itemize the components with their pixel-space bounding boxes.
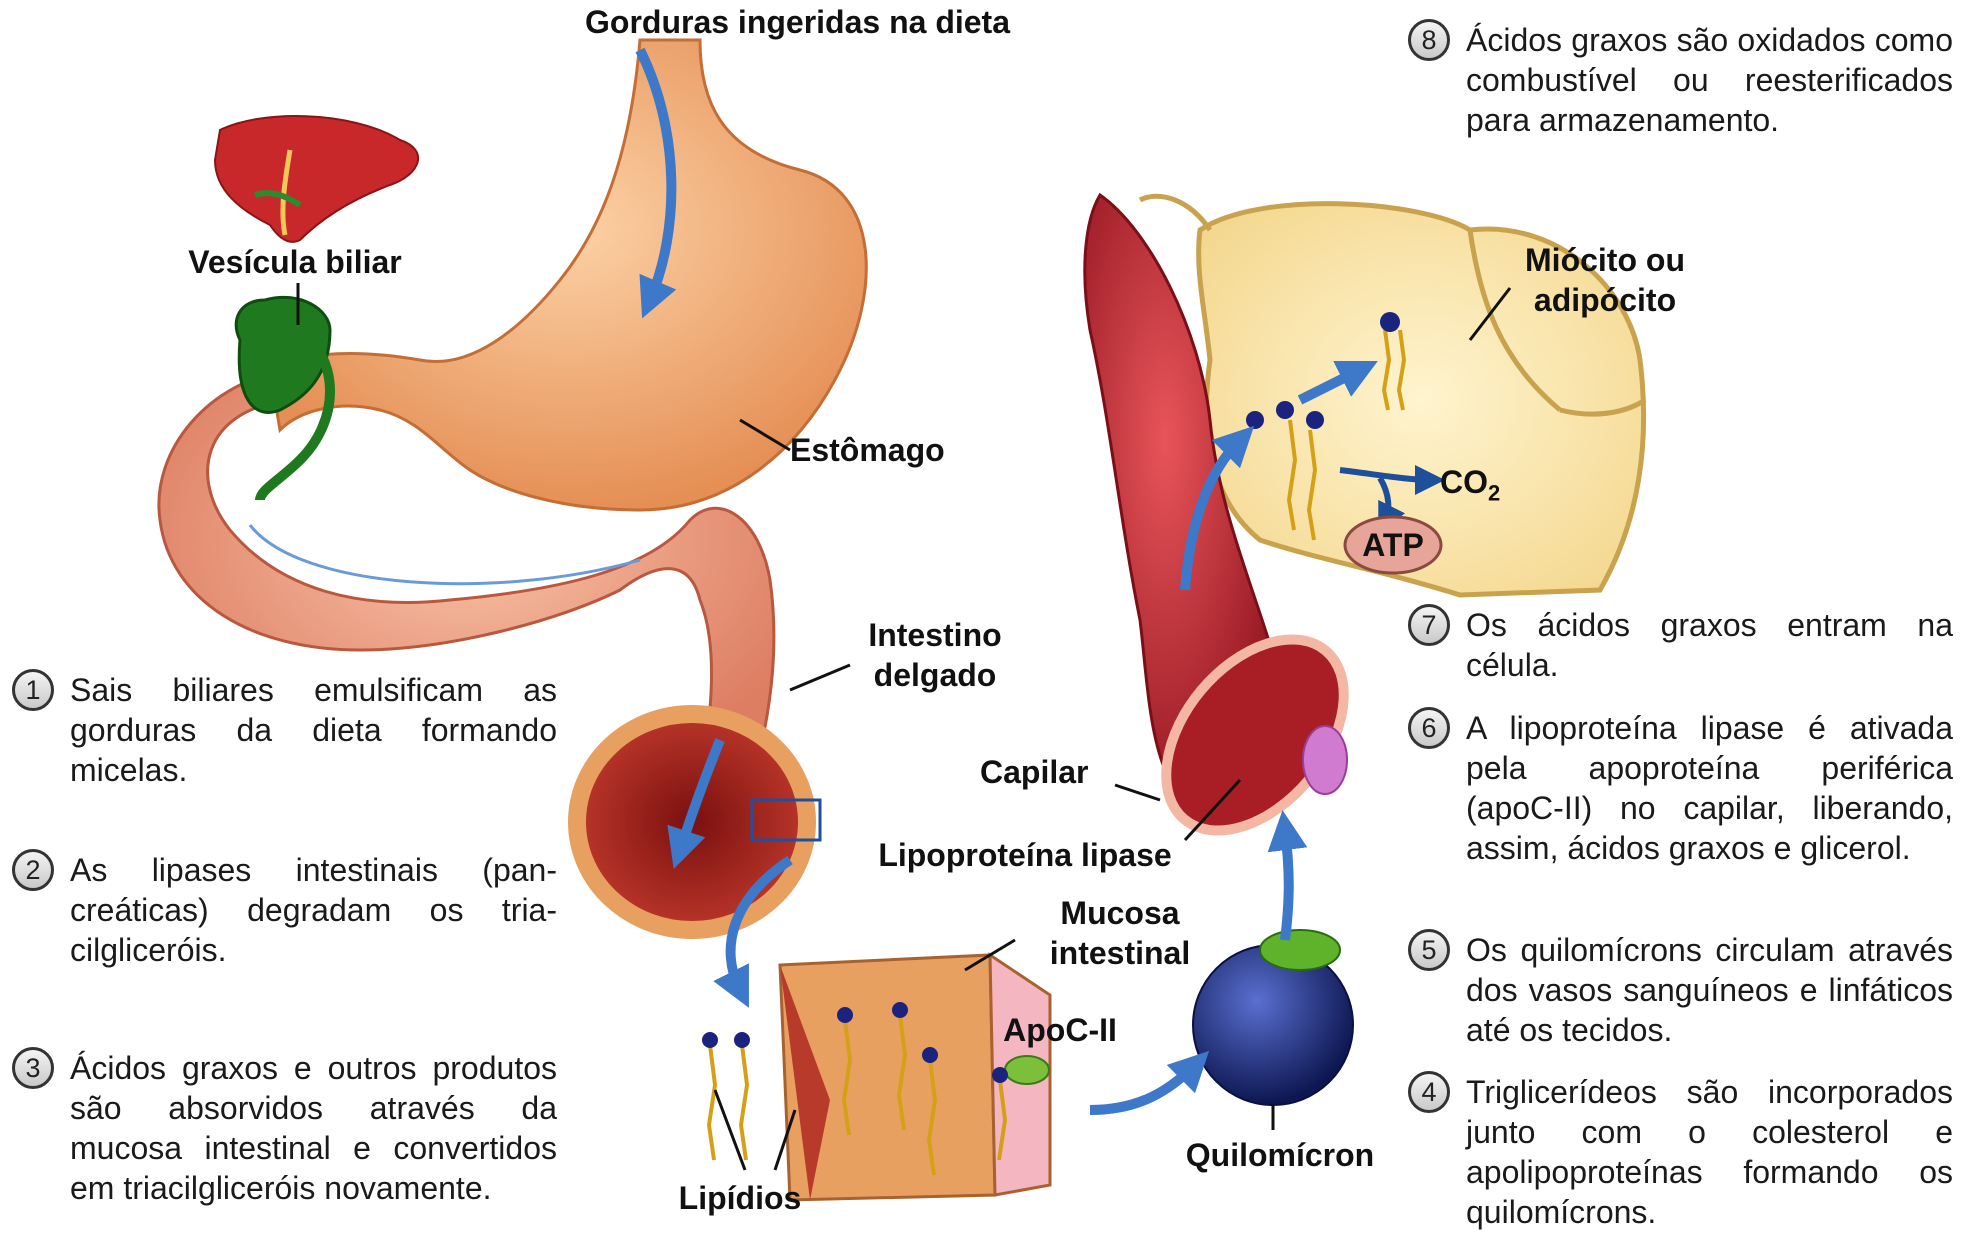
label-intestinal-mucosa: Mucosa intestinal (1020, 893, 1220, 973)
label-co2: CO2 (1440, 462, 1530, 513)
step-2: 2 As lipases intestinais (pan­creáticas)… (12, 850, 557, 970)
label-apoc2: ApoC-II (985, 1010, 1135, 1050)
step-6: 6 A lipoproteína lipase é ativa­da pela … (1408, 708, 1953, 868)
step-8: 8 Ácidos graxos são oxidados como combus… (1408, 20, 1953, 140)
label-lipids: Lipídios (660, 1178, 820, 1218)
step-7: 7 Os ácidos graxos entram na célula. (1408, 605, 1953, 685)
step-4-number: 4 (1408, 1071, 1450, 1113)
label-myocyte: Miócito ou adipócito (1500, 240, 1710, 320)
label-dietary-fat: Gorduras ingeridas na dieta (585, 2, 975, 42)
step-8-number: 8 (1408, 19, 1450, 61)
label-lipoprotein-lipase: Lipoproteína lipase (850, 835, 1200, 875)
label-gallbladder: Vesícula biliar (150, 242, 440, 282)
step-2-number: 2 (12, 849, 54, 891)
step-1: 1 Sais biliares emulsificam as gorduras … (12, 670, 557, 790)
step-7-number: 7 (1408, 604, 1450, 646)
step-1-number: 1 (12, 669, 54, 711)
step-5: 5 Os quilomícrons circulam a­través dos … (1408, 930, 1953, 1050)
step-6-number: 6 (1408, 707, 1450, 749)
step-1-text: Sais biliares emulsificam as gorduras da… (70, 670, 557, 790)
label-small-intestine: Intestino delgado (850, 615, 1020, 695)
step-4: 4 Triglicerídeos são incorpora­dos junto… (1408, 1072, 1953, 1232)
label-capillary: Capilar (980, 752, 1110, 792)
label-atp: ATP (1345, 525, 1441, 565)
step-7-text: Os ácidos graxos entram na célula. (1466, 605, 1953, 685)
label-stomach: Estômago (790, 430, 1010, 470)
step-3: 3 Ácidos graxos e outros pro­dutos são a… (12, 1048, 557, 1208)
step-5-number: 5 (1408, 929, 1450, 971)
step-5-text: Os quilomícrons circulam a­través dos va… (1466, 930, 1953, 1050)
step-3-text: Ácidos graxos e outros pro­dutos são abs… (70, 1048, 557, 1208)
liver (215, 116, 418, 242)
step-6-text: A lipoproteína lipase é ativa­da pela ap… (1466, 708, 1953, 868)
step-8-text: Ácidos graxos são oxidados como combustí… (1466, 20, 1953, 140)
step-3-number: 3 (12, 1047, 54, 1089)
step-4-text: Triglicerídeos são incorpora­dos junto c… (1466, 1072, 1953, 1232)
step-2-text: As lipases intestinais (pan­creáticas) d… (70, 850, 557, 970)
label-chylomicron: Quilomícron (1165, 1135, 1395, 1175)
